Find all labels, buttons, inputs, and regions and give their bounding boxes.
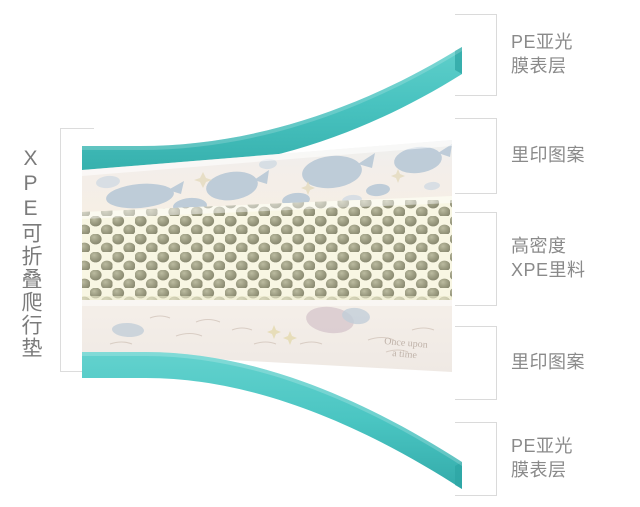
layer-pe-bottom <box>82 352 462 489</box>
callout-label-xpe-core: 高密度 XPE里料 <box>511 236 586 280</box>
callout-xpe-core: 高密度 XPE里料 <box>455 212 586 306</box>
callout-bracket <box>455 118 497 194</box>
layer-xpe-core <box>82 196 452 302</box>
layer-print-top <box>82 140 452 212</box>
left-grouping-bracket <box>60 128 94 372</box>
callout-bracket <box>455 212 497 306</box>
callout-bracket <box>455 422 497 496</box>
callout-label-pe-bottom: PE亚光 膜表层 <box>511 436 574 480</box>
callout-print-top: 里印图案 <box>455 118 585 194</box>
svg-text:Once upon: Once upon <box>384 336 428 351</box>
layer-pe-top <box>82 47 462 172</box>
callout-label-print-top: 里印图案 <box>511 145 585 166</box>
callout-pe-bottom: PE亚光 膜表层 <box>455 422 573 496</box>
callout-bracket <box>455 14 497 96</box>
callout-print-bottom: 里印图案 <box>455 326 585 400</box>
callout-bracket <box>455 326 497 400</box>
callout-label-print-bottom: 里印图案 <box>511 352 585 373</box>
callout-label-pe-top: PE亚光 膜表层 <box>511 32 574 76</box>
svg-text:a time: a time <box>392 348 418 361</box>
callout-pe-top: PE亚光 膜表层 <box>455 14 573 96</box>
